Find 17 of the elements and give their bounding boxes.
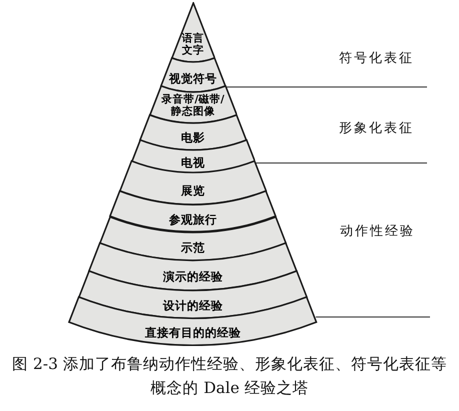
layer-label: 示范 [180,241,206,254]
layer-label: 录音带/磁带/静态图像 [160,94,226,118]
layer-label: 语言文字 [180,34,205,57]
layer-label: 电影 [180,132,206,145]
category-label: 形象化表征 [339,120,414,137]
layer-label: 视觉符号 [168,72,218,86]
category-label: 符号化表征 [339,50,414,67]
cone-layer [68,296,318,346]
layer-label: 电视 [180,156,206,170]
figure-caption: 图 2-3 添加了布鲁纳动作性经验、形象化表征、符号化表征等概念的 Dale 经验之塔 [11,354,448,399]
layer-label: 设计的经验 [162,299,224,312]
layer-label: 直接有目的的经验 [144,326,242,340]
cone-layer [99,216,287,261]
layer-label: 演示的经验 [162,270,224,284]
category-label: 动作性经验 [340,223,415,240]
layer-label: 参观旅行 [168,214,218,227]
layer-label: 展览 [180,184,206,198]
